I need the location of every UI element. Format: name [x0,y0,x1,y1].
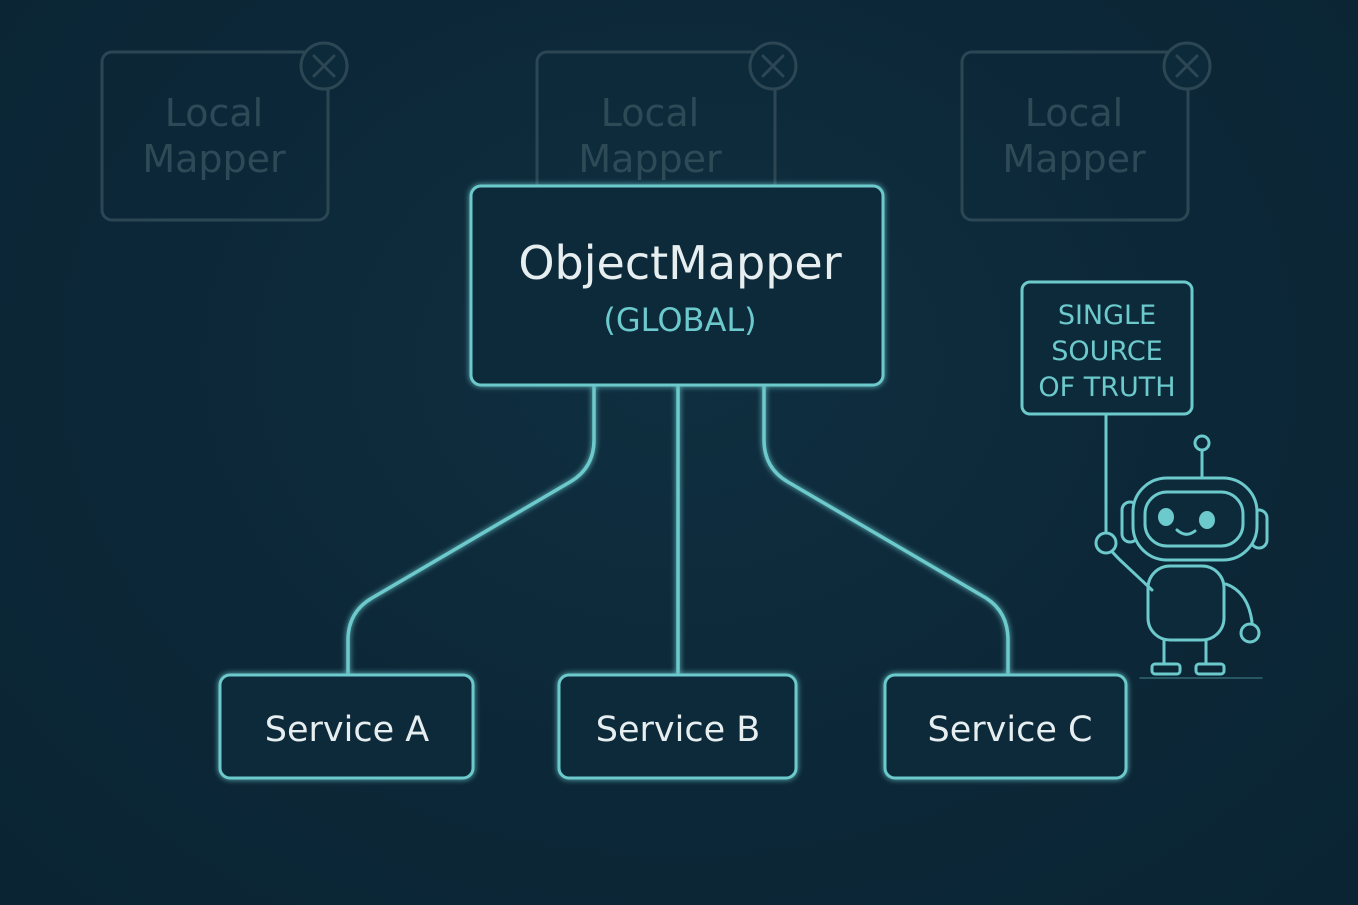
sign-line-3: OF TRUTH [1038,372,1175,403]
sign-line-2: SOURCE [1051,336,1162,367]
service-b-label: Service B [596,710,761,750]
global-mapper-title: ObjectMapper [518,236,841,290]
connector-to-service-a [346,384,596,678]
service-b-box[interactable]: Service B [557,673,798,780]
service-c-box[interactable]: Service C [883,673,1128,780]
local-mapper-2-line1: Local [601,91,700,135]
local-mapper-1-line1: Local [165,91,264,135]
service-c-label: Service C [928,710,1093,750]
close-circle-icon[interactable] [299,41,349,91]
local-mapper-2-line2: Mapper [578,137,722,181]
local-mapper-3-line2: Mapper [1002,137,1146,181]
service-a-label: Service A [265,710,429,750]
local-mapper-1: Local Mapper [100,41,349,222]
sign-line-1: SINGLE [1058,300,1156,331]
robot-icon [1094,434,1269,679]
global-mapper-subtitle: (GLOBAL) [603,301,756,339]
global-mapper-box[interactable]: ObjectMapper (GLOBAL) [469,184,885,387]
connector-lines [346,384,1010,678]
local-mapper-3: Local Mapper [960,41,1212,222]
single-source-sign: SINGLE SOURCE OF TRUTH [1020,280,1194,534]
close-circle-icon[interactable] [1162,41,1212,91]
connector-to-service-c [762,384,1010,678]
service-a-box[interactable]: Service A [218,673,475,780]
close-circle-icon[interactable] [748,41,798,91]
local-mapper-2: Local Mapper [535,41,798,222]
local-mapper-3-line1: Local [1025,91,1124,135]
local-mapper-1-line2: Mapper [142,137,286,181]
